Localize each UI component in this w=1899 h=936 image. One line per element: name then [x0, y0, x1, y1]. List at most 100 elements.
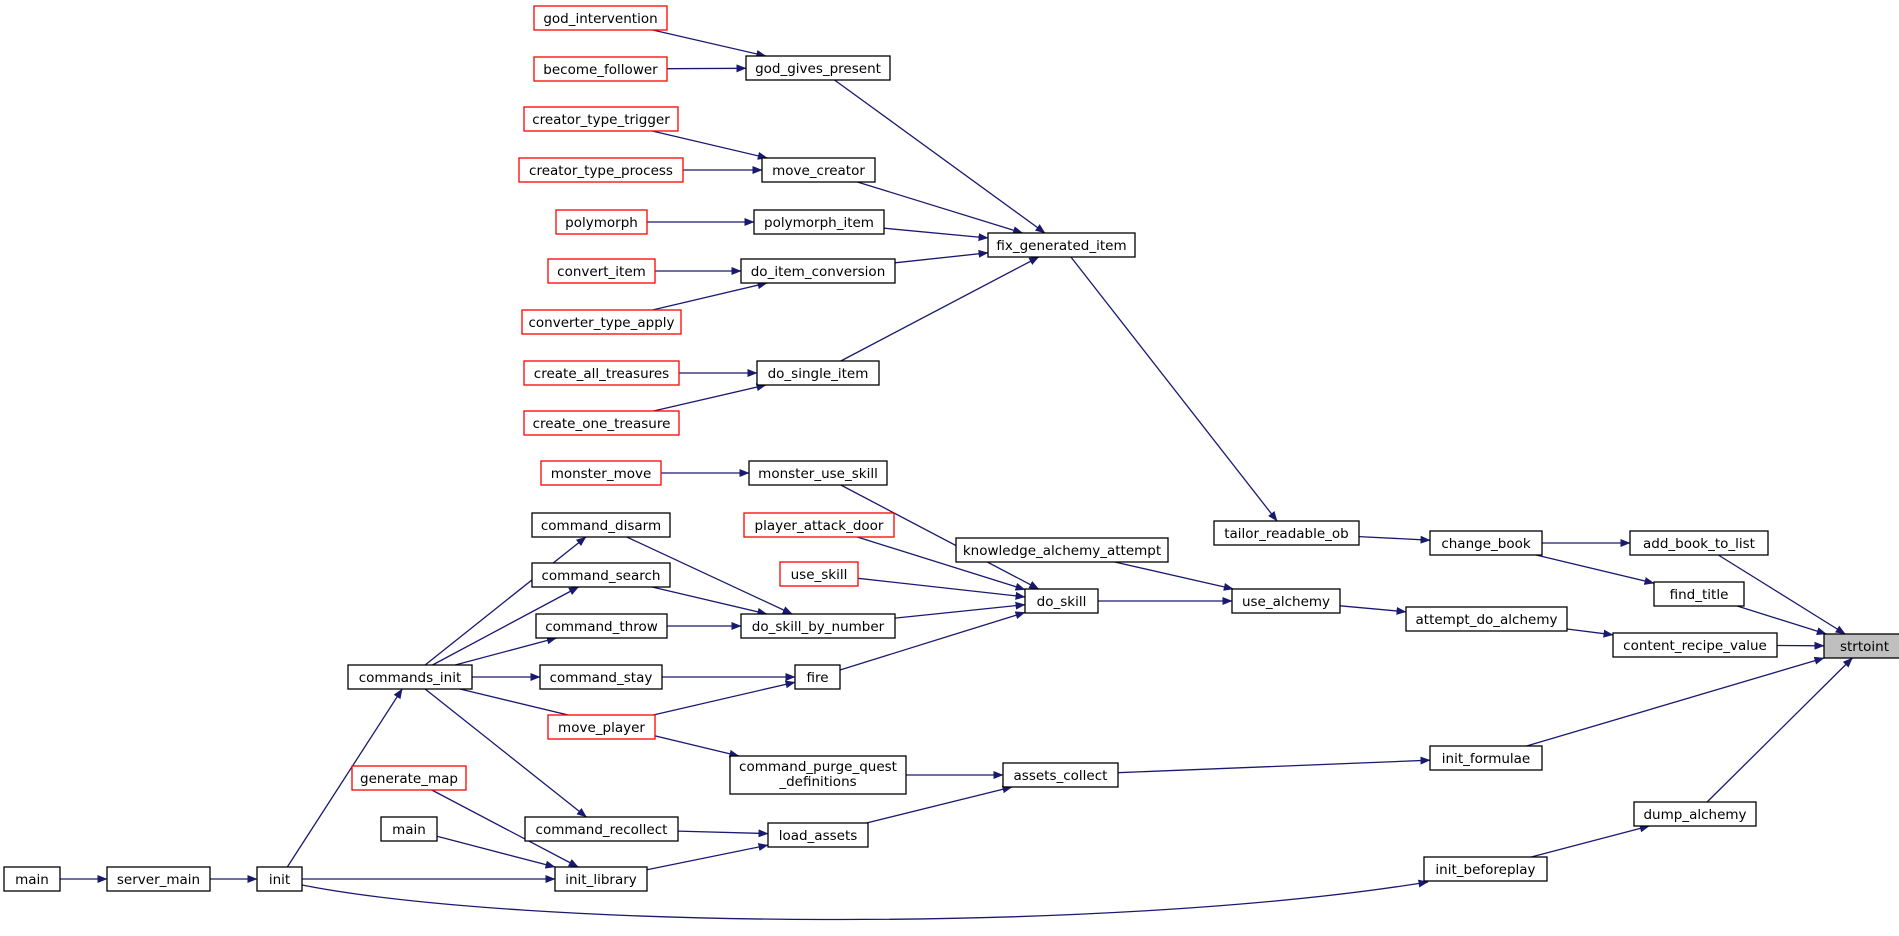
node-use-skill[interactable]: use_skill — [779, 561, 859, 587]
node-command-purge-quest-definitions[interactable]: command_purge_quest_definitions — [729, 755, 907, 795]
node-command-search[interactable]: command_search — [531, 562, 671, 588]
node-use-alchemy[interactable]: use_alchemy — [1231, 588, 1341, 614]
node-box — [743, 512, 895, 538]
node-move-creator[interactable]: move_creator — [761, 157, 876, 183]
node-attempt-do-alchemy[interactable]: attempt_do_alchemy — [1405, 606, 1568, 632]
node-label: init_beforeplay — [1435, 862, 1535, 878]
node-label: init_library — [565, 872, 637, 888]
node-move-player[interactable]: move_player — [547, 714, 656, 740]
node-label: attempt_do_alchemy — [1416, 612, 1558, 628]
node-do-item-conversion[interactable]: do_item_conversion — [740, 258, 896, 284]
node-monster-move[interactable]: monster_move — [540, 460, 662, 486]
node-fire[interactable]: fire — [794, 664, 841, 690]
node-god-intervention[interactable]: god_intervention — [533, 5, 668, 31]
node-polymorph-item[interactable]: polymorph_item — [753, 209, 885, 235]
node-label: polymorph — [565, 215, 638, 231]
node-label: monster_move — [551, 466, 652, 482]
edge-move_player-to-fire — [653, 680, 796, 716]
node-do-skill[interactable]: do_skill — [1024, 588, 1099, 614]
edge-line — [857, 181, 1024, 235]
edge-do_item_conversion-to-fix_generated_item — [894, 249, 989, 264]
node-label: monster_use_skill — [758, 466, 878, 482]
edge-line — [1566, 628, 1614, 638]
node-box — [540, 460, 662, 486]
node-label: convert_item — [557, 264, 646, 280]
edge-line — [301, 879, 1429, 921]
edge-line — [1070, 256, 1278, 522]
edge-add_book_to_list-to-strtoint — [1717, 554, 1846, 635]
node-content-recipe-value[interactable]: content_recipe_value — [1612, 632, 1778, 658]
node-command-disarm[interactable]: command_disarm — [531, 512, 671, 538]
node-tailor-readable-ob[interactable]: tailor_readable_ob — [1213, 520, 1360, 546]
node-label: move_creator — [772, 163, 865, 179]
node-generate-map[interactable]: generate_map — [351, 765, 467, 791]
node-box — [1024, 588, 1099, 614]
node-do-skill-by-number[interactable]: do_skill_by_number — [740, 613, 896, 639]
node-box — [3, 866, 61, 892]
edge-line — [894, 249, 989, 264]
node-create-all-treasures[interactable]: create_all_treasures — [523, 360, 680, 386]
node-init-formulae[interactable]: init_formulae — [1429, 745, 1543, 771]
node-monster-use-skill[interactable]: monster_use_skill — [748, 460, 888, 486]
node-label: command_throw — [545, 619, 658, 635]
edge-line — [894, 601, 1026, 619]
node-main-lib[interactable]: main — [380, 816, 438, 842]
node-load-assets[interactable]: load_assets — [767, 822, 869, 848]
node-box — [1429, 745, 1543, 771]
edge-line — [1717, 554, 1846, 635]
edge-line — [424, 536, 587, 666]
node-label: commands_init — [359, 670, 462, 686]
node-label: fire — [806, 670, 828, 686]
node-main-srv[interactable]: main — [3, 866, 61, 892]
node-dump-alchemy[interactable]: dump_alchemy — [1633, 801, 1757, 827]
node-strtoint[interactable]: strtoint — [1823, 633, 1899, 659]
node-fix-generated-item[interactable]: fix_generated_item — [987, 232, 1136, 258]
node-init[interactable]: init — [256, 866, 303, 892]
edge-line — [432, 586, 579, 666]
node-god-gives-present[interactable]: god_gives_present — [745, 55, 891, 81]
node-label: move_player — [558, 720, 645, 736]
node-box — [1002, 762, 1119, 788]
node-init-library[interactable]: init_library — [554, 866, 648, 892]
node-label: main — [392, 822, 426, 838]
node-label: strtoint — [1840, 639, 1889, 655]
node-box — [535, 613, 668, 639]
node-convert-item[interactable]: convert_item — [547, 258, 656, 284]
node-change-book[interactable]: change_book — [1429, 530, 1543, 556]
edge-main_lib-to-init_library — [436, 835, 556, 869]
edge-line — [1706, 657, 1853, 803]
edge-line — [1114, 561, 1234, 591]
node-box — [1823, 633, 1899, 659]
node-add-book-to-list[interactable]: add_book_to_list — [1629, 530, 1769, 556]
node-converter-type-apply[interactable]: converter_type_apply — [521, 309, 682, 335]
node-player-attack-door[interactable]: player_attack_door — [743, 512, 895, 538]
node-box — [1612, 632, 1778, 658]
node-creator-type-process[interactable]: creator_type_process — [518, 157, 684, 183]
node-knowledge-alchemy-attempt[interactable]: knowledge_alchemy_attempt — [955, 537, 1169, 563]
node-command-throw[interactable]: command_throw — [535, 613, 668, 639]
edge-god_intervention-to-god_gives_present — [652, 29, 767, 58]
node-command-stay[interactable]: command_stay — [539, 664, 663, 690]
node-command-recollect[interactable]: command_recollect — [524, 816, 679, 842]
edge-commands_init-to-command_disarm — [424, 536, 587, 666]
edge-line — [1339, 605, 1407, 615]
node-polymorph[interactable]: polymorph — [555, 209, 648, 235]
node-become-follower[interactable]: become_follower — [533, 56, 668, 82]
node-init-beforeplay[interactable]: init_beforeplay — [1423, 856, 1548, 882]
node-create-one-treasure[interactable]: create_one_treasure — [523, 410, 680, 436]
node-creator-type-trigger[interactable]: creator_type_trigger — [523, 106, 679, 132]
node-server-main[interactable]: server_main — [106, 866, 211, 892]
node-label: command_stay — [550, 670, 653, 686]
node-do-single-item[interactable]: do_single_item — [756, 360, 880, 386]
node-box — [256, 866, 303, 892]
node-box — [531, 512, 671, 538]
node-commands-init[interactable]: commands_init — [347, 664, 473, 690]
node-label: knowledge_alchemy_attempt — [963, 543, 1161, 559]
edge-init_library-to-load_assets — [646, 843, 769, 871]
node-box — [1231, 588, 1341, 614]
node-assets-collect[interactable]: assets_collect — [1002, 762, 1119, 788]
node-label: tailor_readable_ob — [1224, 526, 1349, 542]
node-find-title[interactable]: find_title — [1653, 581, 1745, 607]
node-box — [380, 816, 438, 842]
node-box — [547, 258, 656, 284]
